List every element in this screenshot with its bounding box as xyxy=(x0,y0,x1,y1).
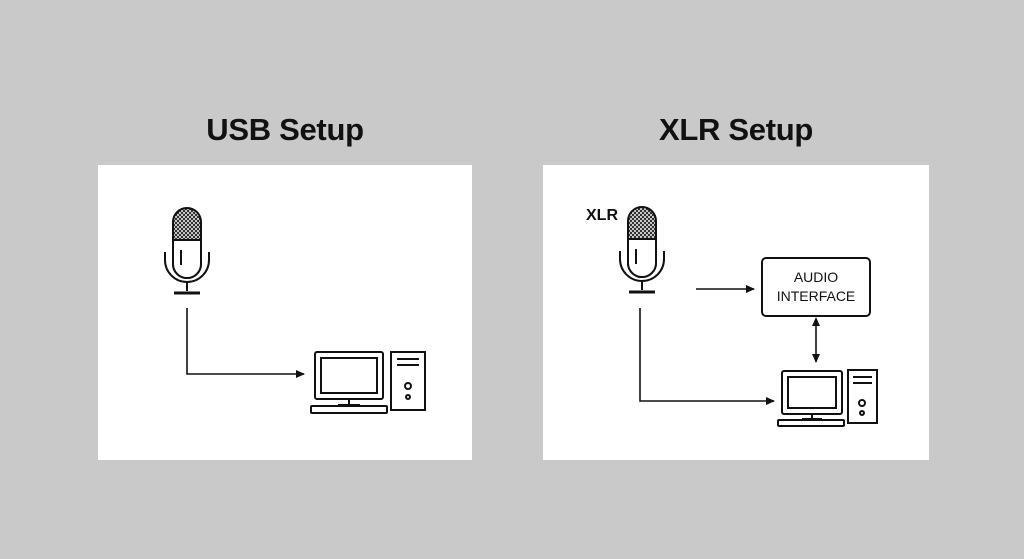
keyboard-icon xyxy=(310,405,388,414)
audio-interface-box: AUDIO INTERFACE xyxy=(761,257,871,317)
computer-monitor-icon xyxy=(314,351,384,406)
mic-to-computer-arrow xyxy=(639,308,775,405)
microphone-icon xyxy=(164,207,210,295)
usb-cable-arrow xyxy=(186,308,305,378)
xlr-setup-diagram: XLR AUDIO INTERFACE xyxy=(543,165,929,460)
xlr-setup-title: XLR Setup xyxy=(658,112,814,147)
usb-setup-title: USB Setup xyxy=(206,112,364,147)
audio-interface-label-line1: AUDIO xyxy=(793,269,839,285)
usb-setup-diagram xyxy=(98,165,472,460)
computer-monitor-icon xyxy=(781,370,843,420)
computer-tower-icon xyxy=(847,369,878,424)
microphone-icon xyxy=(619,206,665,294)
keyboard-icon xyxy=(777,419,845,427)
audio-interface-label-line2: INTERFACE xyxy=(776,288,856,304)
xlr-label: XLR xyxy=(586,207,618,224)
computer-tower-icon xyxy=(390,351,426,411)
